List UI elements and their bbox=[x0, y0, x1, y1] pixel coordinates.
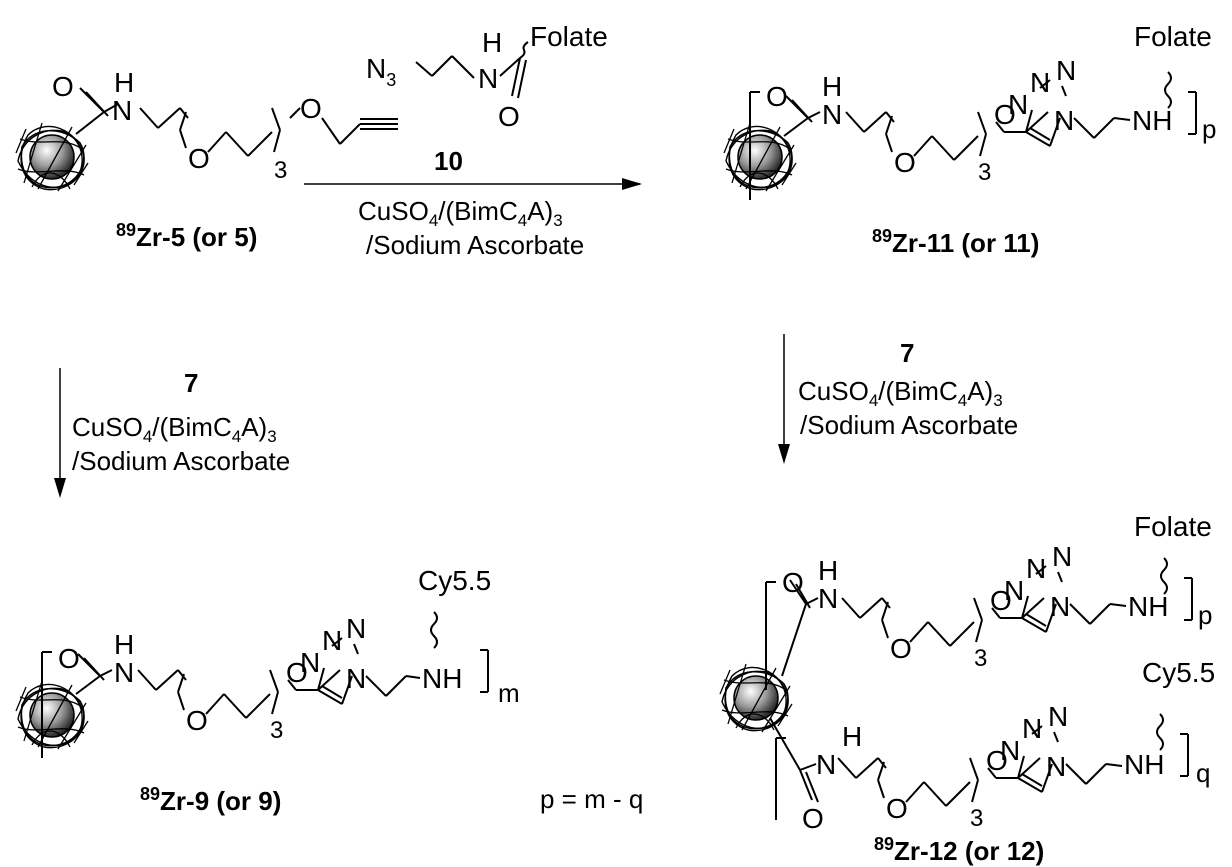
atom-o: O bbox=[286, 657, 308, 688]
atom-n: N3 bbox=[366, 53, 396, 90]
repeat-subscript: 3 bbox=[978, 159, 991, 186]
repeat-index-p: p bbox=[1198, 600, 1212, 630]
atom-h: H bbox=[114, 629, 134, 660]
atom-o: O bbox=[782, 567, 804, 598]
cy55-label: Cy5.5 bbox=[418, 565, 491, 596]
atom-n: N bbox=[1008, 89, 1028, 120]
atom-n: N bbox=[1046, 751, 1066, 782]
reaction-arrow-2 bbox=[54, 368, 66, 498]
atom-o: O bbox=[766, 81, 788, 112]
nanoparticle-icon bbox=[723, 122, 797, 192]
atom-h: H bbox=[818, 555, 838, 586]
atom-nh: NH bbox=[1132, 105, 1172, 136]
atom-nh: NH bbox=[1128, 591, 1168, 622]
compound-label-7: 7 bbox=[900, 338, 914, 368]
conditions-3-catalyst: CuSO4/(BimC4A)3 bbox=[798, 376, 1003, 410]
atom-n: N bbox=[1000, 735, 1020, 766]
atom-n: N bbox=[478, 63, 498, 94]
atom-h: H bbox=[822, 71, 842, 102]
atom-o: O bbox=[300, 93, 322, 124]
conditions-2-ascorbate: /Sodium Ascorbate bbox=[72, 446, 290, 476]
compound-12: O N H O 3 O N N N N NH Folate p O N H O … bbox=[719, 511, 1215, 866]
stoichiometry-equation: p = m - q bbox=[540, 784, 643, 814]
atom-h: H bbox=[482, 27, 502, 58]
reaction-arrow-3 bbox=[778, 334, 790, 464]
reagent-10: N3 N H O Folate 10 bbox=[366, 21, 608, 176]
compound-label-5: 89Zr-5 (or 5) bbox=[116, 220, 257, 252]
conditions-1-catalyst: CuSO4/(BimC4A)3 bbox=[358, 196, 563, 230]
compound-9: O N H O 3 O N N N N NH Cy5.5 m 89Zr-9 (o… bbox=[15, 565, 520, 816]
conditions-2-catalyst: CuSO4/(BimC4A)3 bbox=[72, 412, 277, 446]
atom-n: N bbox=[346, 663, 366, 694]
folate-label: Folate bbox=[1134, 511, 1212, 542]
repeat-index-m: m bbox=[498, 678, 520, 708]
reaction-arrow-1 bbox=[304, 178, 642, 190]
atom-n: N bbox=[1022, 713, 1042, 744]
atom-o: O bbox=[186, 705, 208, 736]
atom-nh: NH bbox=[422, 663, 462, 694]
atom-n: N bbox=[1004, 575, 1024, 606]
atom-o: O bbox=[188, 143, 210, 174]
atom-nh: NH bbox=[1124, 749, 1164, 780]
atom-o: O bbox=[990, 585, 1012, 616]
atom-o: O bbox=[52, 71, 74, 102]
atom-o: O bbox=[802, 803, 824, 834]
compound-label-12: 89Zr-12 (or 12) bbox=[874, 834, 1044, 866]
conditions-3-ascorbate: /Sodium Ascorbate bbox=[800, 410, 1018, 440]
compound-label-11: 89Zr-11 (or 11) bbox=[872, 226, 1039, 258]
atom-n: N bbox=[300, 647, 320, 678]
atom-o: O bbox=[994, 99, 1016, 130]
atom-n: N bbox=[1026, 553, 1046, 584]
atom-n: N bbox=[322, 625, 342, 656]
atom-n: N bbox=[1054, 105, 1074, 136]
compound-label-7: 7 bbox=[184, 368, 198, 398]
atom-n: N bbox=[1030, 67, 1050, 98]
repeat-index-p: p bbox=[1202, 114, 1216, 144]
atom-n: N bbox=[818, 583, 838, 614]
atom-n: N bbox=[346, 613, 366, 644]
compound-11: O N H O 3 O N N N N NH Folate p 89Zr-11 … bbox=[723, 21, 1216, 258]
nanoparticle-icon bbox=[719, 663, 793, 733]
folate-label: Folate bbox=[530, 21, 608, 52]
atom-o: O bbox=[58, 643, 80, 674]
repeat-subscript: 3 bbox=[970, 805, 983, 832]
repeat-subscript: 3 bbox=[270, 717, 283, 744]
atom-h: H bbox=[842, 721, 862, 752]
atom-n: N bbox=[1052, 541, 1072, 572]
atom-o: O bbox=[886, 793, 908, 824]
atom-n: N bbox=[816, 749, 836, 780]
atom-n: N bbox=[1050, 591, 1070, 622]
cy55-label: Cy5.5 bbox=[1142, 657, 1215, 688]
atom-n: N bbox=[114, 657, 134, 688]
repeat-index-q: q bbox=[1196, 758, 1210, 788]
repeat-subscript: 3 bbox=[974, 645, 987, 672]
nanoparticle-icon bbox=[15, 680, 89, 750]
atom-o: O bbox=[986, 745, 1008, 776]
atom-n: N bbox=[1056, 55, 1076, 86]
conditions-1-ascorbate: /Sodium Ascorbate bbox=[366, 230, 584, 260]
atom-h: H bbox=[114, 67, 134, 98]
compound-label-10: 10 bbox=[434, 146, 463, 176]
atom-n: N bbox=[1048, 701, 1068, 732]
atom-o: O bbox=[498, 101, 520, 132]
repeat-subscript: 3 bbox=[274, 157, 287, 184]
atom-n: N bbox=[822, 99, 842, 130]
folate-label: Folate bbox=[1134, 21, 1212, 52]
atom-o: O bbox=[890, 633, 912, 664]
compound-5: O N H O 3 O 89Zr-5 (or 5) bbox=[15, 67, 398, 252]
atom-o: O bbox=[894, 147, 916, 178]
compound-label-9: 89Zr-9 (or 9) bbox=[140, 784, 281, 816]
atom-n: N bbox=[112, 95, 132, 126]
